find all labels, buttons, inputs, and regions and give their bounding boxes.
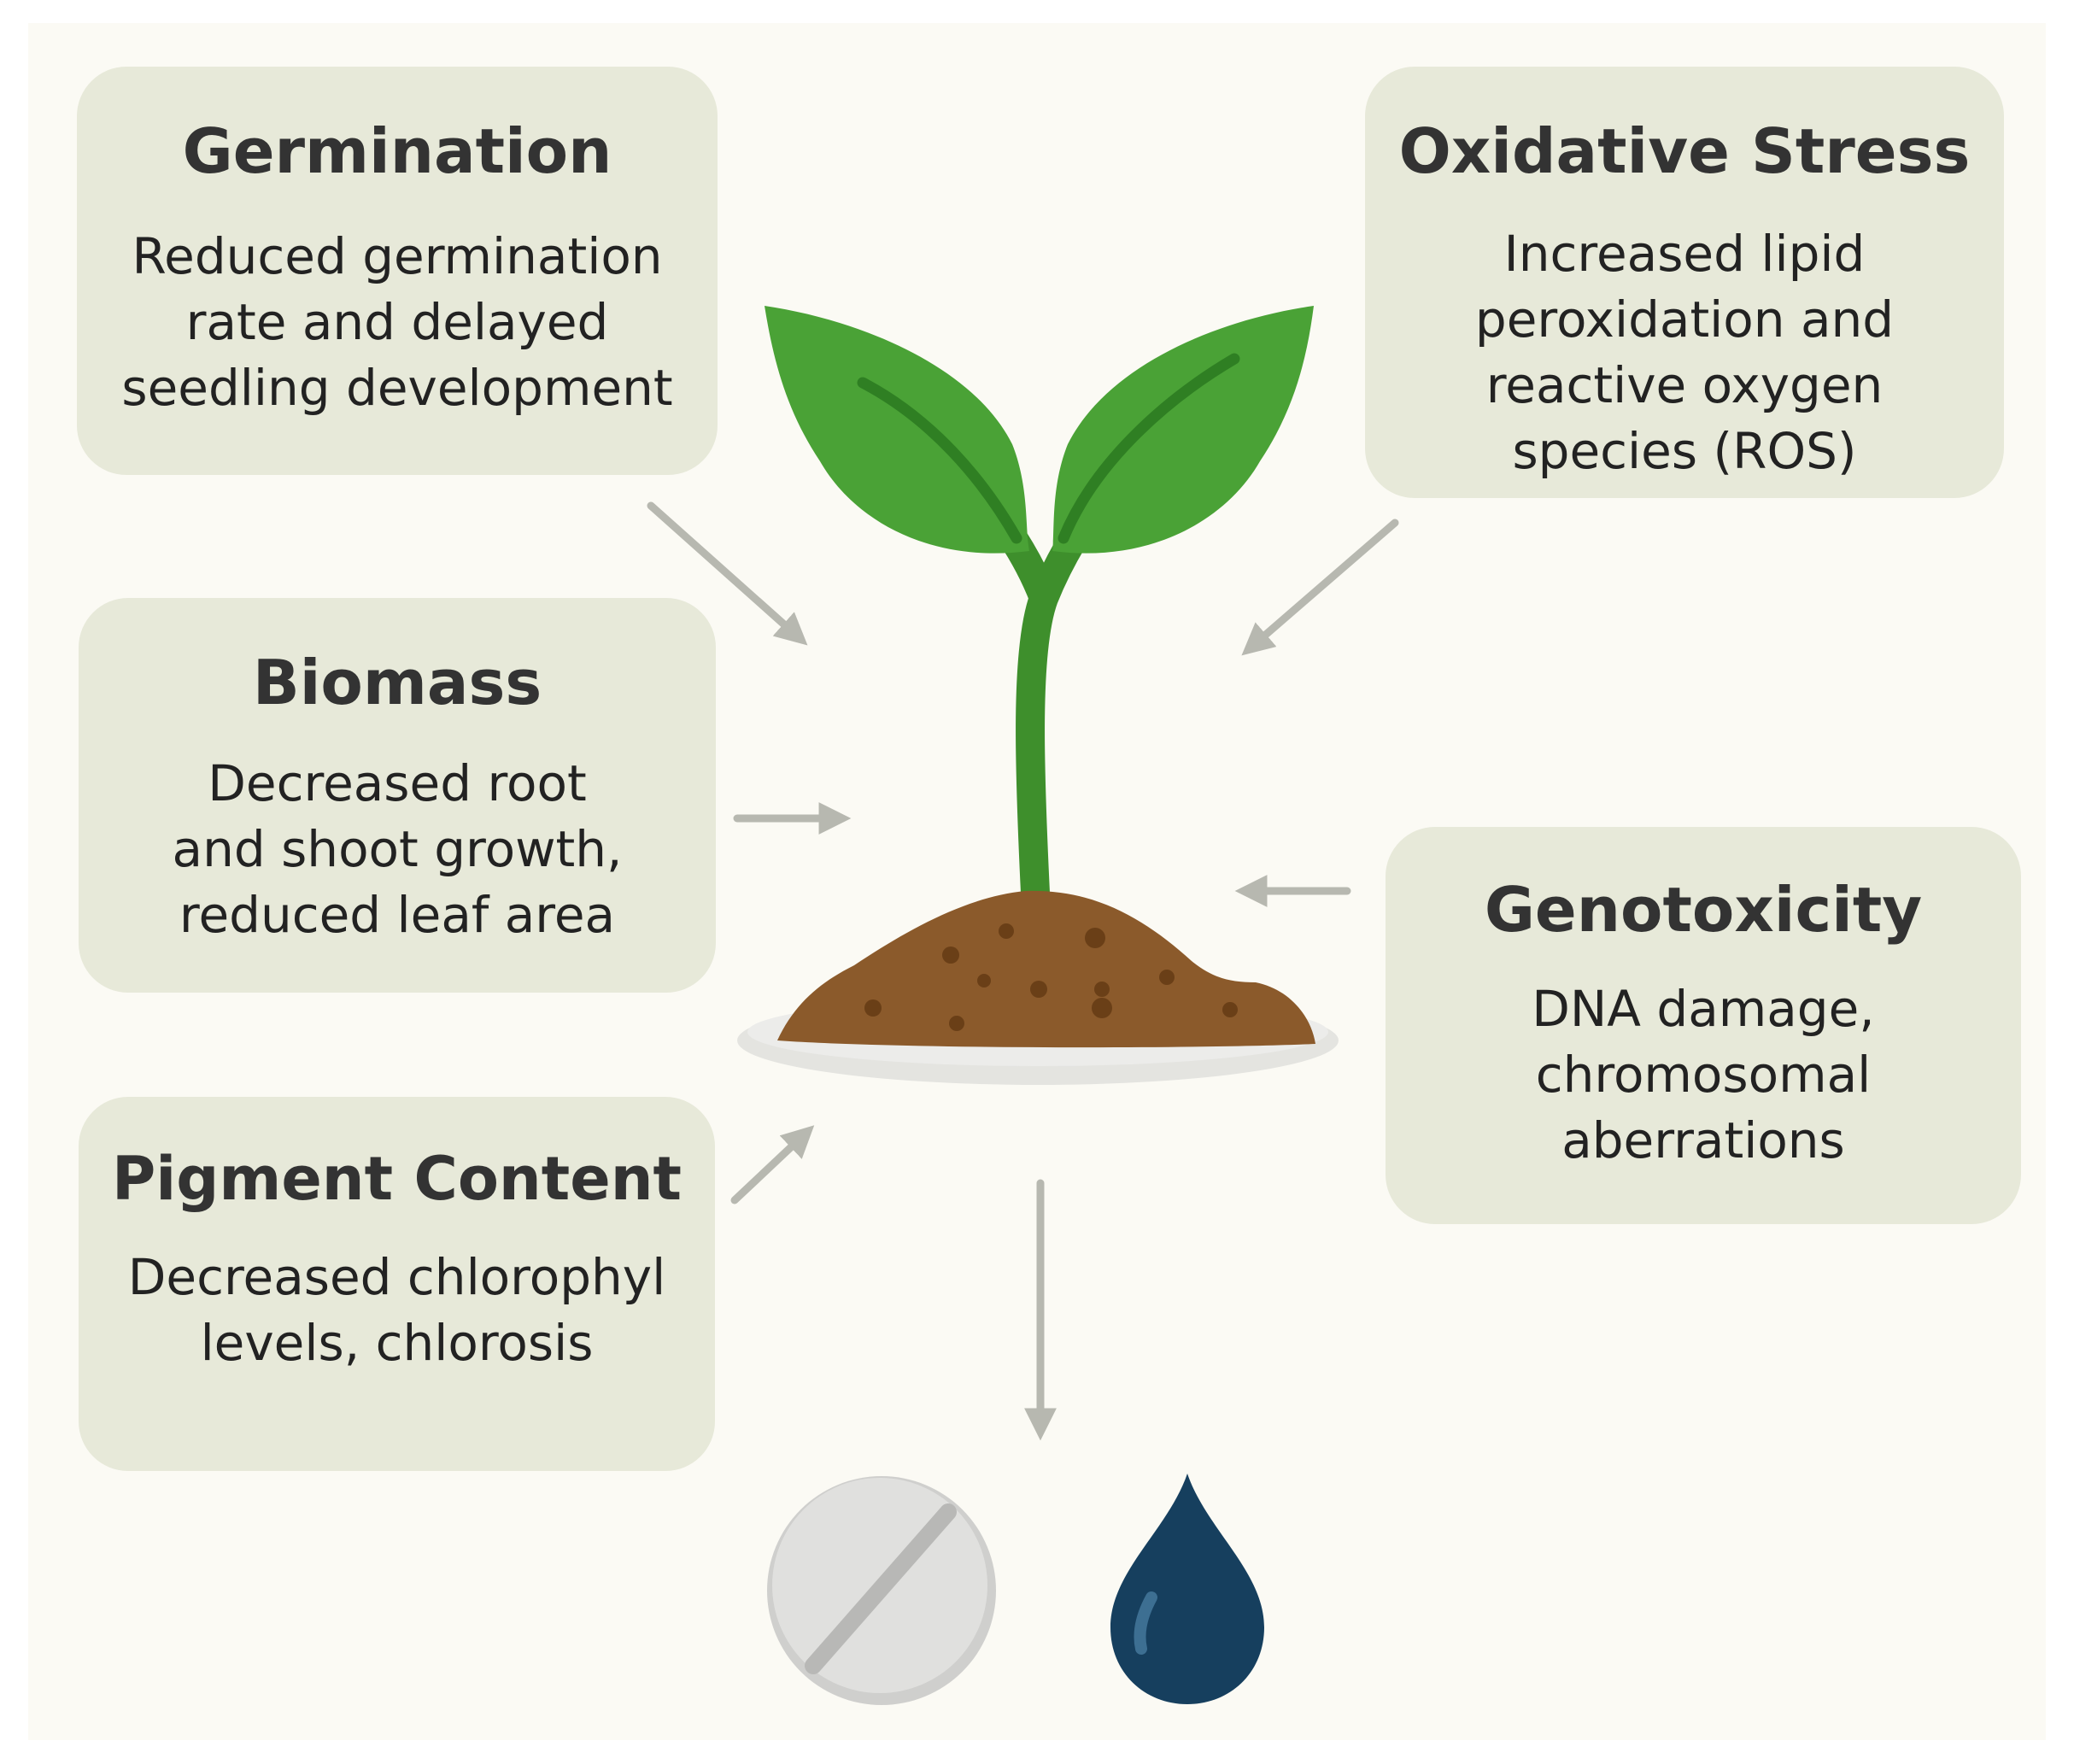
oxidative-stress-box: Oxidative Stress Increased lipid peroxid… — [1365, 67, 2004, 498]
right-leaf-vein — [1058, 353, 1240, 544]
soil-mound-icon — [737, 890, 1339, 1085]
pigment-content-title: Pigment Content — [111, 1144, 683, 1214]
pill-tablet-icon — [767, 1476, 996, 1705]
biomass-box: Biomass Decreased root and shoot growth,… — [79, 598, 716, 993]
right-leaf — [1052, 306, 1314, 554]
germination-box: Germination Reduced germination rate and… — [77, 67, 718, 475]
biomass-description: Decreased root and shoot growth, reduced… — [172, 754, 623, 945]
soil-mound — [777, 890, 1315, 1048]
oxidative-stress-title: Oxidative Stress — [1398, 115, 1971, 187]
genotoxicity-box: Genotoxicity DNA damage, chromosomal abe… — [1386, 827, 2021, 1224]
germination-description: Reduced germination rate and delayed see… — [121, 227, 673, 418]
arrow-pigment-content — [730, 1125, 815, 1204]
biomass-title: Biomass — [252, 647, 542, 718]
germination-title: Germination — [182, 115, 612, 187]
pigment-content-box: Pigment Content Decreased chlorophyl lev… — [79, 1097, 715, 1471]
arrow-germination — [647, 501, 808, 646]
water-drop-icon — [1110, 1474, 1264, 1704]
left-leaf-vein — [857, 377, 1022, 544]
left-leaf — [765, 306, 1029, 554]
genotoxicity-description: DNA damage, chromosomal aberrations — [1532, 980, 1875, 1170]
genotoxicity-title: Genotoxicity — [1484, 874, 1923, 946]
oxidative-stress-description: Increased lipid peroxidation and reactiv… — [1474, 225, 1895, 481]
pigment-content-description: Decreased chlorophyl levels, chlorosis — [127, 1248, 666, 1372]
arrow-oxidative-stress — [1241, 519, 1399, 656]
seedling-icon — [765, 306, 1314, 907]
